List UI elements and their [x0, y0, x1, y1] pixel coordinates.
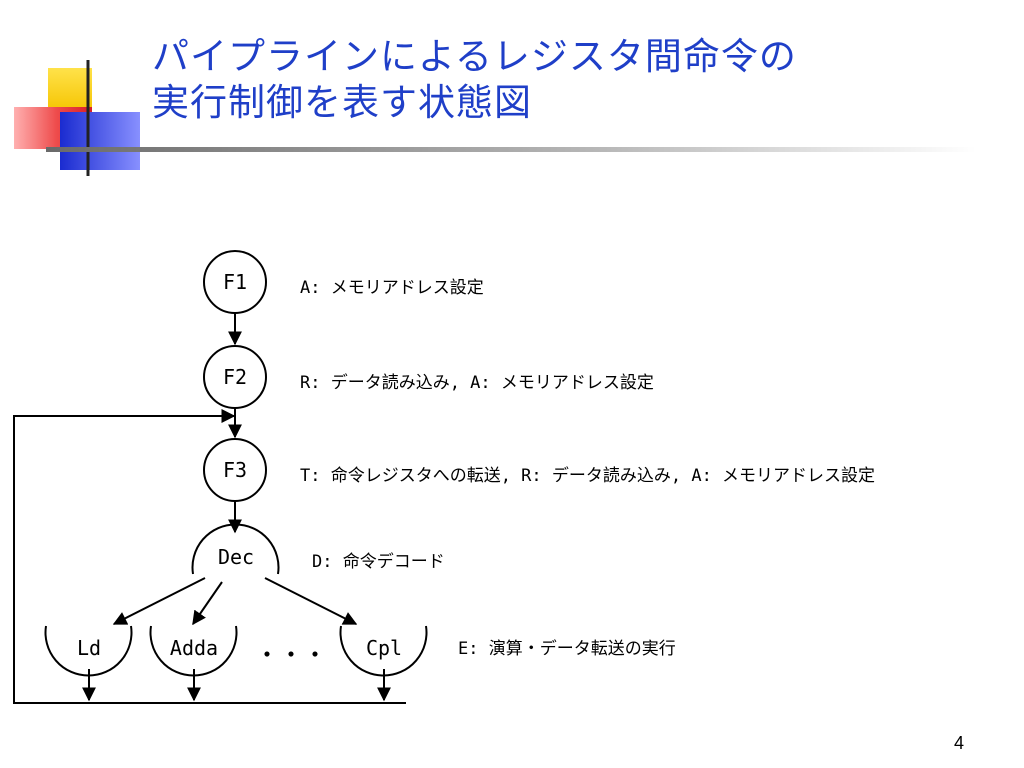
deco-blue-square [60, 112, 140, 170]
desc-f3: T: 命令レジスタへの転送, R: データ読み込み, A: メモリアドレス設定 [300, 466, 876, 486]
arrow-dec-cpl [264, 577, 358, 625]
state-ld-label: Ld [77, 636, 101, 660]
state-f3-label: F3 [223, 458, 247, 482]
desc-f1: A: メモリアドレス設定 [300, 278, 484, 298]
desc-dec: D: 命令デコード [312, 552, 445, 572]
desc-f2: R: データ読み込み, A: メモリアドレス設定 [300, 373, 654, 393]
title-underline [46, 147, 976, 152]
deco-yellow-square [48, 68, 92, 112]
title-decoration [14, 60, 976, 176]
feedback-loop [13, 409, 406, 704]
page-number: 4 [953, 733, 964, 753]
state-dec-label: Dec [218, 545, 254, 569]
state-f1-label: F1 [223, 270, 247, 294]
state-f2-label: F2 [223, 365, 247, 389]
ellipsis-dots: ・・・ [255, 641, 327, 669]
arrow-dec-ld [112, 577, 206, 625]
state-diagram [13, 250, 428, 704]
slide-title: パイプラインによるレジスタ間命令の 実行制御を表す状態図 [152, 34, 797, 126]
desc-exec: E: 演算・データ転送の実行 [458, 639, 676, 659]
state-adda-label: Adda [170, 636, 218, 660]
state-cpl-label: Cpl [366, 636, 402, 660]
title-line-2: 実行制御を表す状態図 [152, 81, 532, 124]
title-line-1: パイプラインによるレジスタ間命令の [152, 35, 797, 78]
arrow-dec-adda [192, 581, 223, 626]
